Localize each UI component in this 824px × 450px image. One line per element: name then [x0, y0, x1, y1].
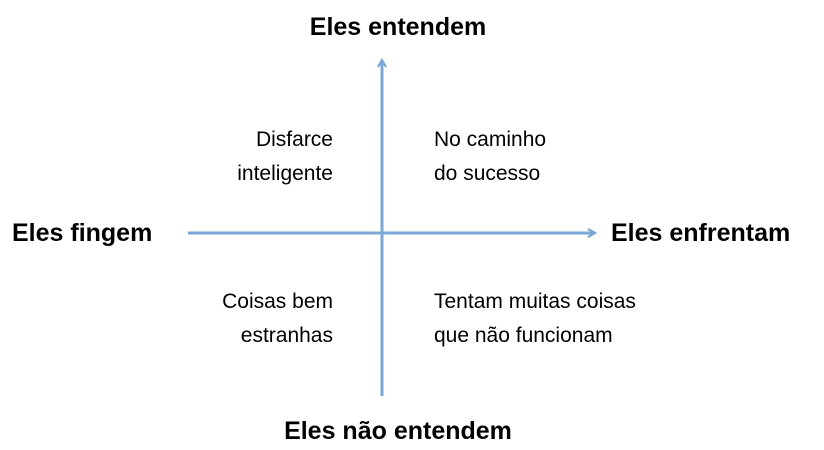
quadrant-text-line: Tentam muitas coisas	[434, 290, 636, 313]
quadrant-text-line: estranhas	[240, 324, 333, 347]
quadrant-text-line: No caminho	[434, 128, 547, 151]
quadrant-bottom-right: Tentam muitas coisas que não funcionam	[434, 285, 636, 353]
quadrant-text-line: do sucesso	[434, 162, 541, 185]
axis-label-left: Eles fingem	[12, 219, 153, 247]
quadrant-text-line: Coisas bem	[222, 290, 333, 313]
quadrant-bottom-left: Coisas bem estranhas	[222, 285, 333, 353]
quadrant-text-line: Disfarce	[255, 128, 333, 151]
axis-label-top: Eles entendem	[309, 13, 487, 41]
quadrant-text-line: que não funcionam	[434, 324, 613, 347]
quadrant-top-right: No caminho do sucesso	[434, 123, 546, 191]
quadrant-text-line: inteligente	[237, 162, 333, 185]
axis-label-bottom: Eles não entendem	[284, 417, 512, 445]
quadrant-top-left: Disfarce inteligente	[237, 123, 333, 191]
axis-label-right: Eles enfrentam	[611, 219, 791, 247]
